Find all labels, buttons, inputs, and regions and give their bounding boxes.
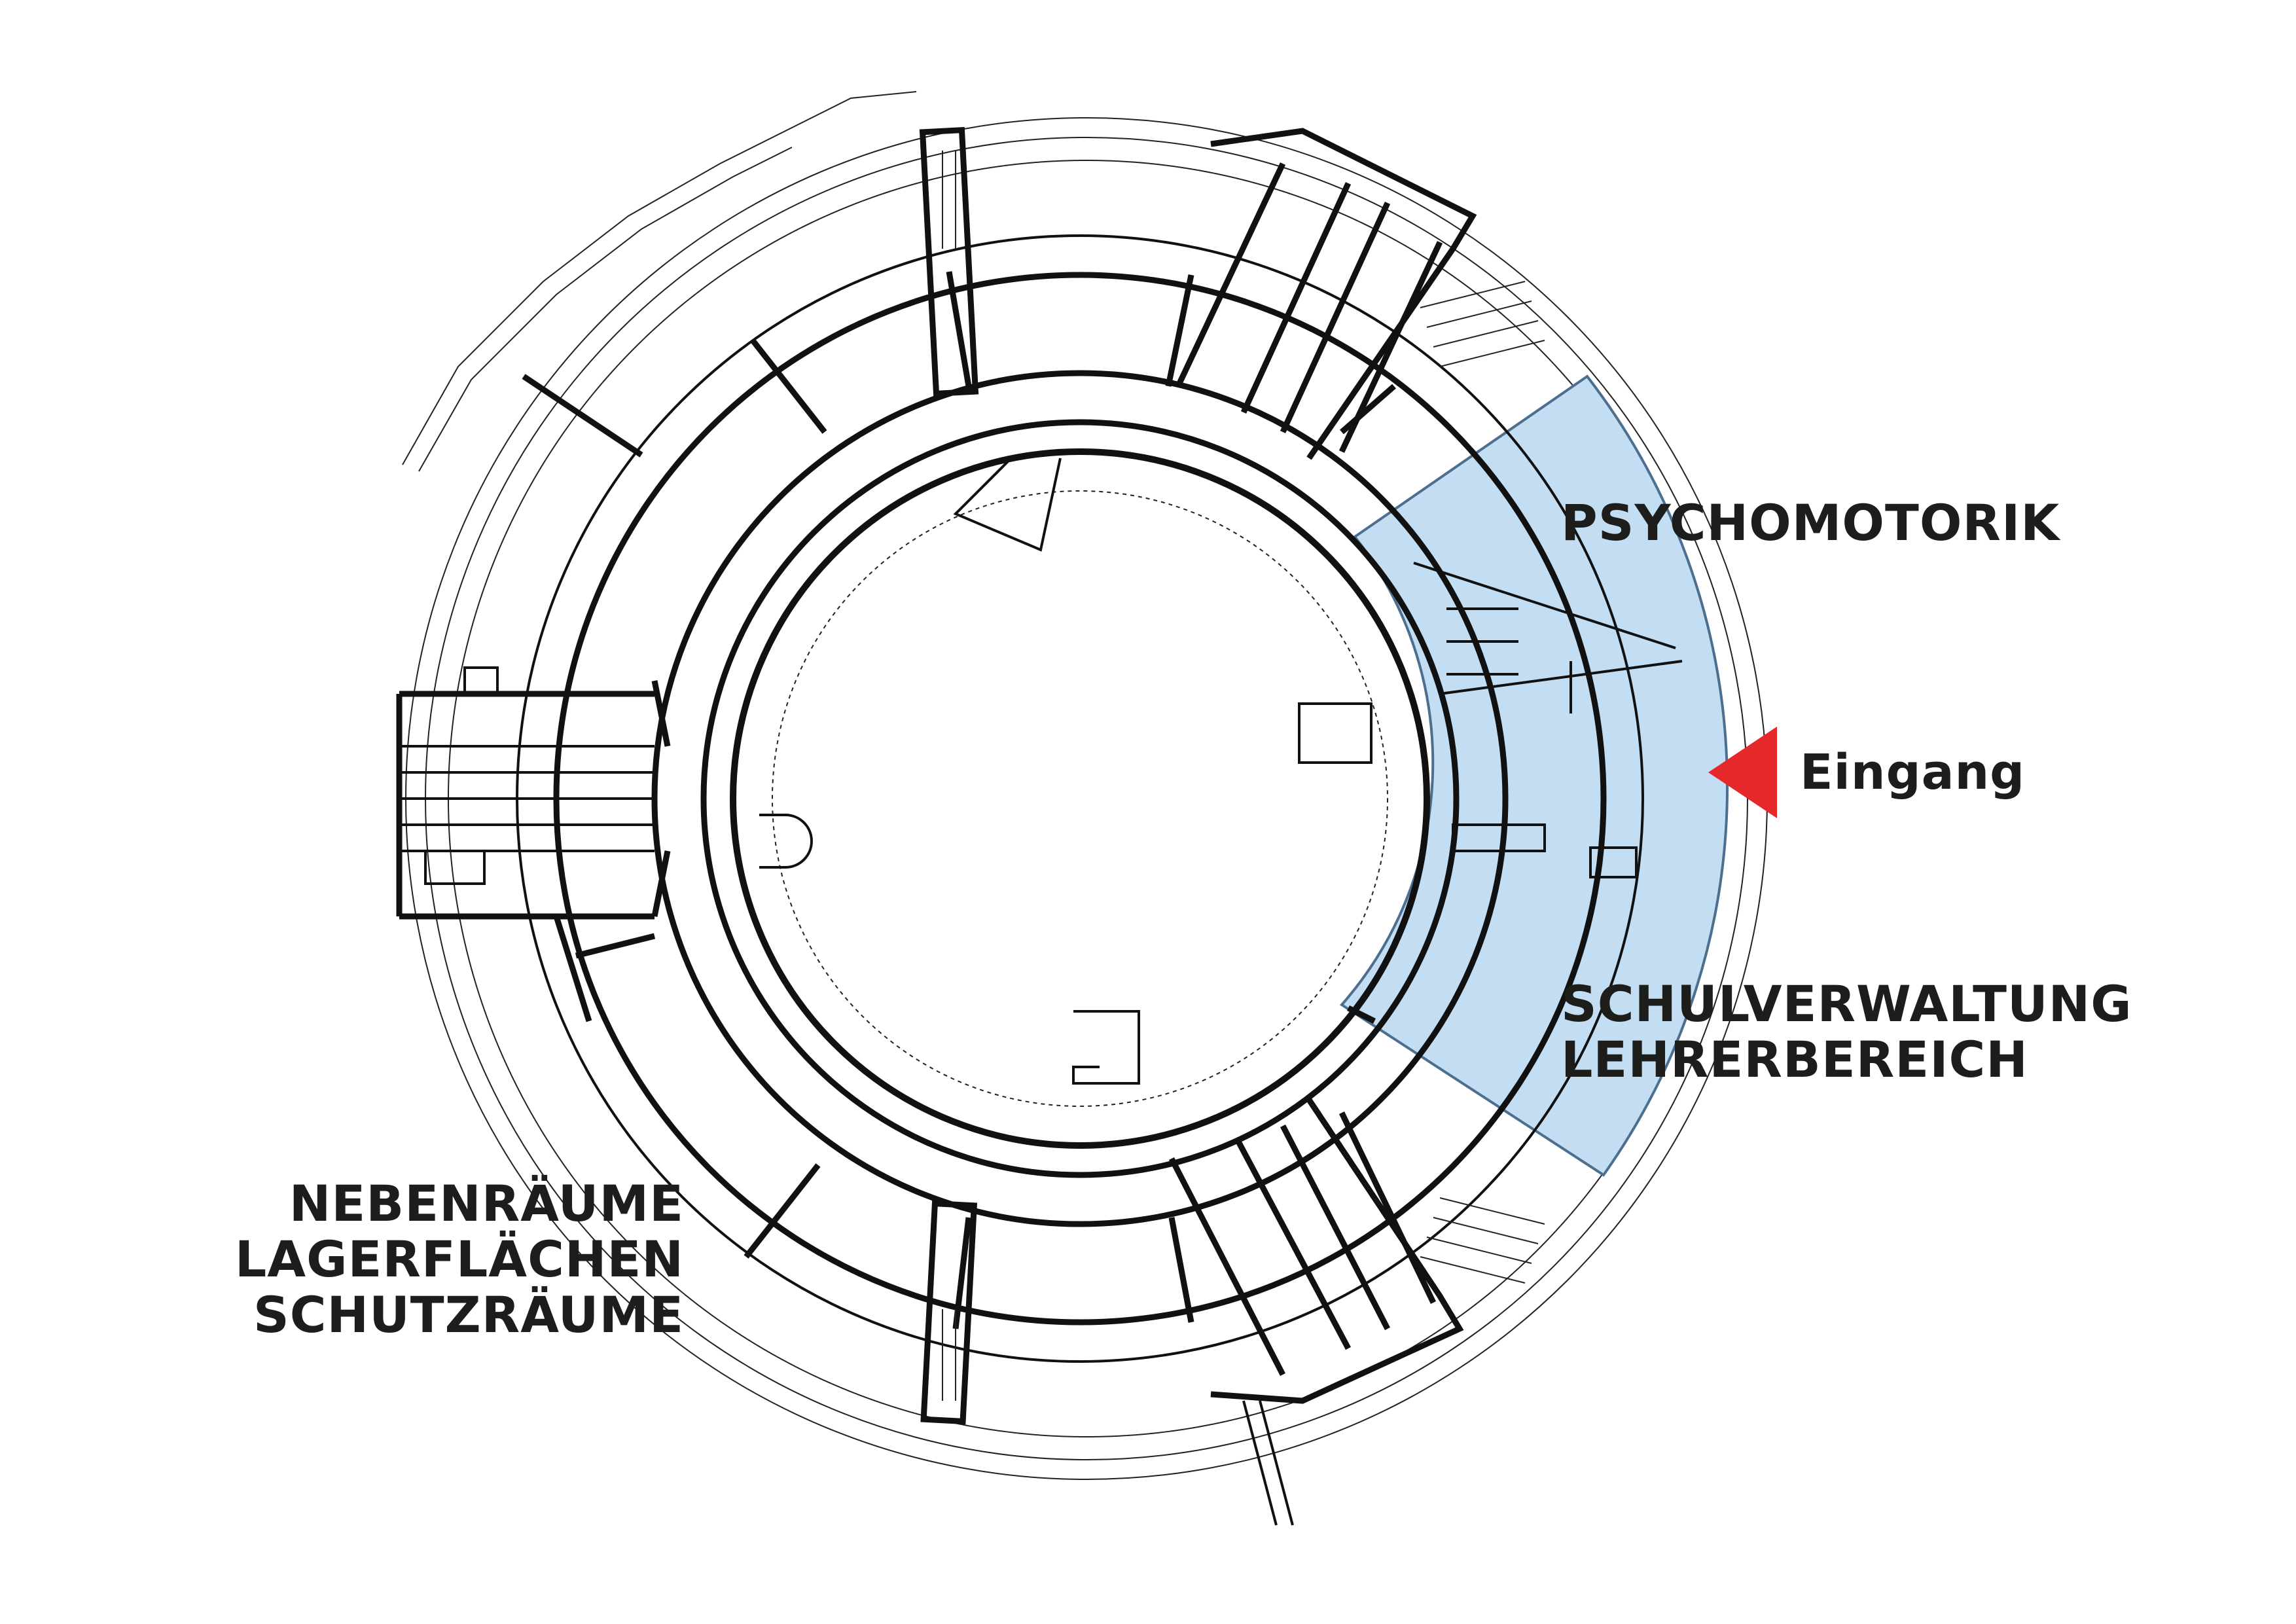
- courtyard-features: [759, 458, 1372, 1085]
- southeast-wing: [1168, 1098, 1464, 1404]
- entrance-arrow-shape: [1708, 727, 1777, 818]
- site-pipe: [1242, 1400, 1294, 1526]
- label-schutzraeume: SCHUTZRÄUME: [253, 1286, 684, 1344]
- west-wing: [396, 374, 656, 1022]
- highlight-zone: [1339, 374, 1729, 1177]
- northeast-wing: [1175, 128, 1477, 460]
- label-psychomotorik: PSYCHOMOTORIK: [1561, 494, 2061, 552]
- highlight-zone-partitions: [1413, 562, 1683, 878]
- landscape-stairs: [1420, 281, 1545, 1284]
- label-schulverwaltung: SCHULVERWALTUNG: [1561, 975, 2132, 1033]
- label-lagerflaechen: LAGERFLÄCHEN: [235, 1230, 684, 1288]
- label-eingang: Eingang: [1800, 744, 2025, 801]
- label-nebenraeume: NEBENRÄUME: [289, 1174, 684, 1233]
- south-stair: [920, 1200, 978, 1425]
- radial-walls: [651, 271, 1396, 1329]
- north-stair: [919, 126, 979, 397]
- label-lehrerbereich: LEHRERBEREICH: [1561, 1030, 2028, 1089]
